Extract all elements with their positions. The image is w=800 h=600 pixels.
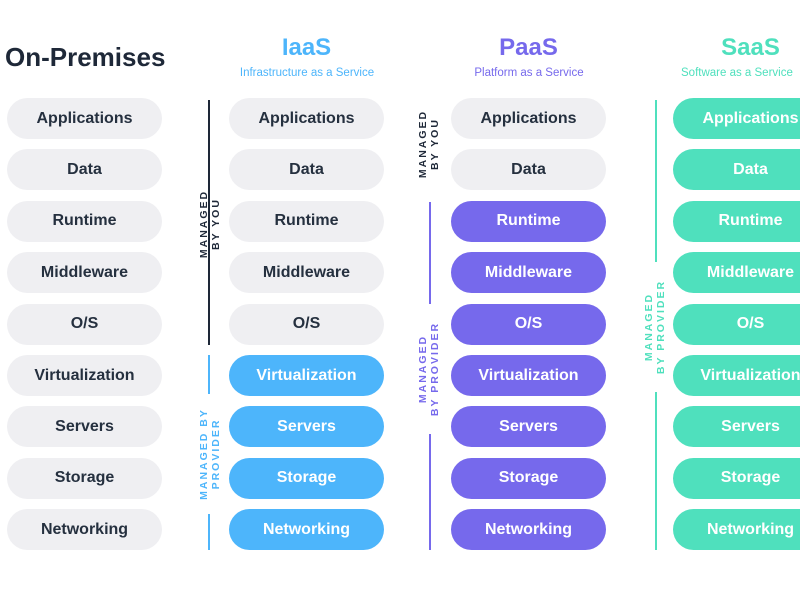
saas-layer-networking: Networking xyxy=(673,509,800,551)
saas-layer-storage: Storage xyxy=(673,457,800,499)
saas-subtitle: Software as a Service xyxy=(681,67,793,79)
paas-layer-networking: Networking xyxy=(451,509,606,551)
iaas-layer-virtualization: Virtualization xyxy=(229,355,384,396)
saas-managed-by-provider-label: MANAGED BY PROVIDER xyxy=(643,262,667,392)
paas-layer-servers: Servers xyxy=(451,406,606,448)
saas-layer-runtime: Runtime xyxy=(673,200,800,242)
paas-layer-runtime: Runtime xyxy=(451,200,606,242)
saas-title: SaaS xyxy=(721,34,780,61)
paas-managed-by-you-label: MANAGED BY YOU xyxy=(417,94,441,194)
on-premises-layer-servers: Servers xyxy=(7,406,162,448)
paas-layer-applications: Applications xyxy=(451,98,606,139)
paas-managed-by-provider-label: MANAGED BY PROVIDER xyxy=(417,304,441,434)
paas-layer-virtualization: Virtualization xyxy=(451,355,606,396)
on-premises-title: On-Premises xyxy=(5,42,166,72)
saas-layer-middleware: Middleware xyxy=(673,252,800,294)
on-premises-layer-runtime: Runtime xyxy=(7,200,162,242)
iaas-managed-by-you-label: MANAGED BY YOU xyxy=(198,189,222,259)
iaas-layer-storage: Storage xyxy=(229,457,384,499)
iaas-layer-runtime: Runtime xyxy=(229,200,384,242)
on-premises-layer-data: Data xyxy=(7,149,162,191)
iaas-layer-servers: Servers xyxy=(229,406,384,448)
paas-layer-data: Data xyxy=(451,149,606,191)
on-premises-layer-middleware: Middleware xyxy=(7,252,162,294)
on-premises-layer-applications: Applications xyxy=(7,98,162,139)
iaas-managed-by-provider-label: MANAGED BY PROVIDER xyxy=(198,394,222,514)
iaas-layer-middleware: Middleware xyxy=(229,252,384,294)
paas-layer-middleware: Middleware xyxy=(451,252,606,294)
iaas-layer-applications: Applications xyxy=(229,98,384,139)
iaas-layer-data: Data xyxy=(229,149,384,191)
paas-layer-os: O/S xyxy=(451,303,606,345)
saas-layer-applications: Applications xyxy=(673,98,800,139)
on-premises-layer-storage: Storage xyxy=(7,457,162,499)
saas-layer-virtualization: Virtualization xyxy=(673,355,800,396)
column-iaas: IaaS Infrastructure as a Service Applica… xyxy=(229,0,389,600)
on-premises-layer-virtualization: Virtualization xyxy=(7,355,162,396)
paas-subtitle: Platform as a Service xyxy=(474,67,584,79)
iaas-title: IaaS xyxy=(281,34,332,61)
saas-layer-os: O/S xyxy=(673,303,800,345)
on-premises-layer-os: O/S xyxy=(7,303,162,345)
iaas-layer-os: O/S xyxy=(229,303,384,345)
iaas-layer-networking: Networking xyxy=(229,509,384,551)
paas-layer-storage: Storage xyxy=(451,457,606,499)
saas-layer-servers: Servers xyxy=(673,406,800,448)
iaas-subtitle: Infrastructure as a Service xyxy=(239,67,375,79)
paas-title: PaaS xyxy=(499,34,558,61)
on-premises-layer-networking: Networking xyxy=(7,509,162,551)
iaas-you-bracket-line xyxy=(208,100,210,345)
saas-layer-data: Data xyxy=(673,149,800,191)
